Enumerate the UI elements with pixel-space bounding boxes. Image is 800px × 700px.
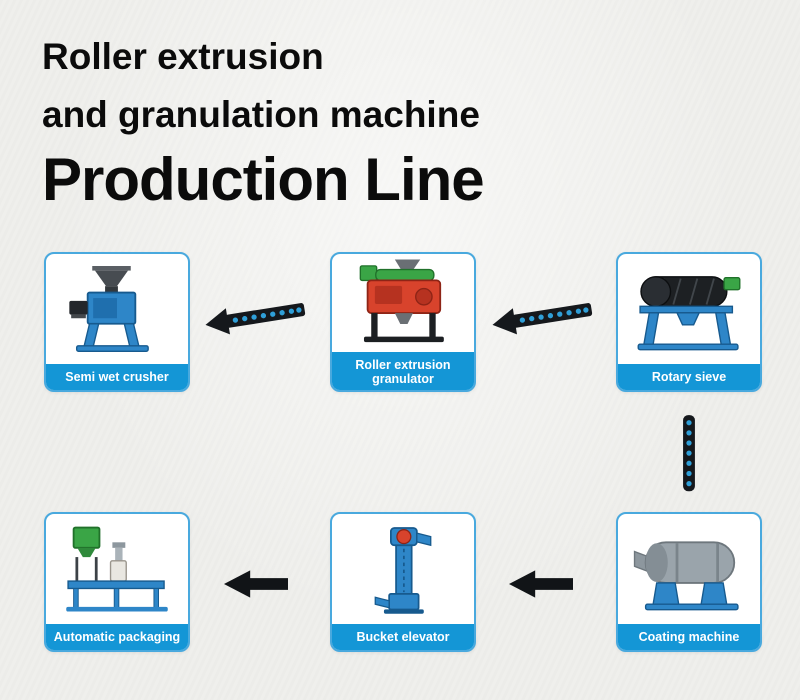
semi-wet-crusher-illustration [46, 254, 188, 364]
station-card-automatic-packaging: Automatic packaging [44, 512, 190, 652]
conveyor-arrow-left-icon [203, 294, 307, 345]
station-card-coating-machine: Coating machine [616, 512, 762, 652]
bucket-elevator-illustration [332, 514, 474, 624]
station-label: Coating machine [618, 624, 760, 650]
rotary-sieve-icon [637, 276, 741, 351]
conveyor-down-icon [678, 412, 700, 501]
bucket-elevator-icon [374, 527, 432, 614]
coating-machine-illustration [618, 514, 760, 624]
station-label: Bucket elevator [332, 624, 474, 650]
roller-extrusion-granulator-icon [359, 259, 444, 343]
flow-arrow-left-icon [224, 568, 288, 605]
station-card-roller-extrusion-granulator: Roller extrusion granulator [330, 252, 476, 392]
rotary-sieve-illustration [618, 254, 760, 364]
station-label: Rotary sieve [618, 364, 760, 390]
station-label: Roller extrusion granulator [332, 352, 474, 390]
station-card-semi-wet-crusher: Semi wet crusher [44, 252, 190, 392]
station-label: Semi wet crusher [46, 364, 188, 390]
station-label: Automatic packaging [46, 624, 188, 650]
roller-extrusion-granulator-illustration [332, 254, 474, 352]
coating-machine-icon [633, 541, 739, 611]
automatic-packaging-icon [66, 526, 168, 612]
conveyor-arrow-left-icon [490, 294, 594, 345]
title-line-1: Roller extrusion [42, 36, 324, 77]
flow-arrow-left-icon [509, 568, 573, 605]
title-line-3: Production Line [42, 146, 485, 213]
title-line-2: and granulation machine [42, 94, 480, 135]
station-card-rotary-sieve: Rotary sieve [616, 252, 762, 392]
station-card-bucket-elevator: Bucket elevator [330, 512, 476, 652]
automatic-packaging-illustration [46, 514, 188, 624]
semi-wet-crusher-icon [69, 266, 149, 352]
